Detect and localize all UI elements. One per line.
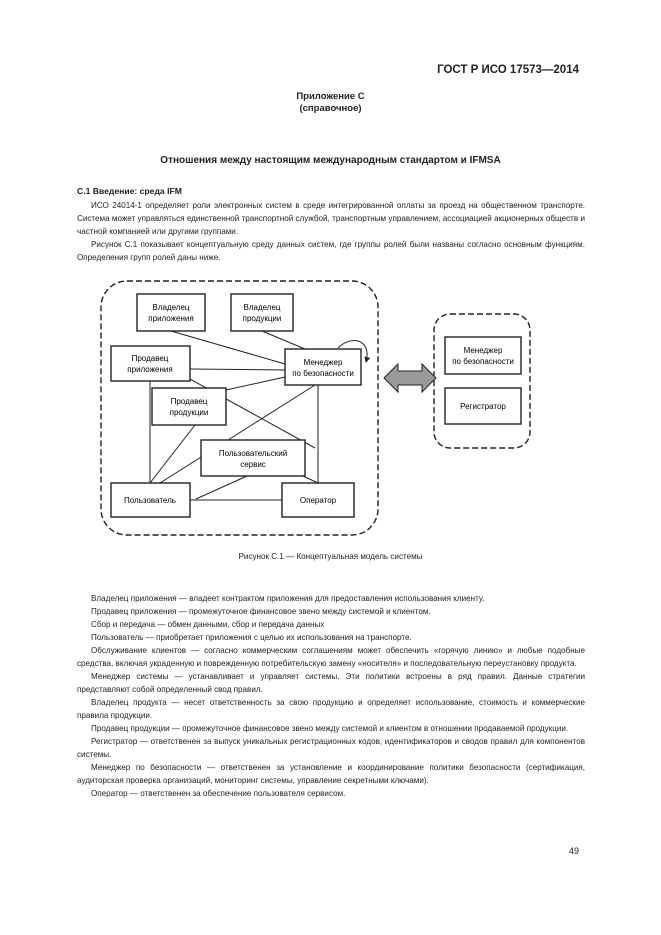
definition-item: Обслуживание клиентов — согласно коммерч…	[77, 646, 585, 668]
box-label: Пользователь	[124, 496, 176, 505]
section-title: С.1 Введение: среда IFM	[77, 186, 182, 196]
box-label: продукции	[243, 314, 282, 323]
box-product-owner: Владелец продукции	[230, 293, 294, 332]
definition-item: Менеджер по безопасности — ответственен …	[77, 763, 585, 785]
definition-item: Продавец приложения — промежуточное фина…	[91, 607, 431, 616]
box-product-seller: Продавец продукции	[151, 387, 227, 426]
box-label: Владелец	[243, 303, 280, 312]
box-label: приложения	[127, 365, 172, 374]
box-operator: Оператор	[281, 482, 355, 518]
box-label: Оператор	[300, 496, 337, 505]
standard-header: ГОСТ Р ИСО 17573—2014	[437, 64, 579, 76]
definition-item: Регистратор — ответственен за выпуск уни…	[77, 737, 585, 759]
box-external-security-manager: Менеджер по безопасности	[444, 336, 522, 375]
system-model-diagram: Владелец приложения Владелец продукции П…	[100, 280, 531, 536]
intro-paragraph: ИСО 24014-1 определяет роли электронных …	[77, 201, 585, 236]
box-app-seller: Продавец приложения	[110, 345, 191, 382]
box-label: по безопасности	[452, 357, 514, 366]
definition-item: Менеджер системы — устанавливает и управ…	[77, 672, 585, 694]
definition-item: Сбор и передача — обмен данными, сбор и …	[91, 620, 325, 629]
box-security-manager: Менеджер по безопасности	[284, 348, 362, 386]
definitions-list: Владелец приложения — владеет контрактом…	[77, 592, 585, 800]
box-registrar: Регистратор	[444, 387, 522, 425]
intro-text: ИСО 24014-1 определяет роли электронных …	[77, 199, 585, 264]
figure-caption: Рисунок С.1 — Концептуальная модель сист…	[238, 552, 423, 561]
box-user-service: Пользовательский сервис	[200, 439, 306, 477]
box-label: по безопасности	[292, 369, 354, 378]
intro-paragraph: Рисунок С.1 показывает концептуальную ср…	[77, 240, 585, 262]
box-label: продукции	[170, 408, 209, 417]
double-arrow-icon	[383, 362, 437, 394]
box-label: Продавец	[171, 397, 208, 406]
connection-lines	[149, 330, 319, 501]
system-boundary	[100, 280, 379, 536]
appendix-title: Приложение С	[296, 91, 365, 102]
box-label: сервис	[240, 460, 266, 469]
self-loop-arrow	[337, 339, 371, 363]
definition-item: Владелец продукта — несет ответственност…	[77, 698, 585, 720]
box-app-owner: Владелец приложения	[136, 293, 206, 332]
box-label: Менеджер	[464, 346, 503, 355]
box-label: Регистратор	[460, 402, 506, 411]
definition-item: Оператор — ответственен за обеспечение п…	[91, 789, 346, 798]
definition-item: Пользователь — приобретает приложения с …	[91, 633, 412, 642]
appendix-subtitle: (справочное)	[299, 103, 362, 114]
box-label: Продавец	[132, 354, 169, 363]
box-label: Пользовательский	[219, 449, 287, 458]
page-number: 49	[568, 846, 579, 856]
box-label: Владелец	[152, 303, 189, 312]
box-label: Менеджер	[304, 358, 343, 367]
box-label: приложения	[148, 314, 193, 323]
box-user: Пользователь	[110, 482, 191, 518]
external-boundary	[433, 313, 531, 449]
definition-item: Владелец приложения — владеет контрактом…	[91, 594, 485, 603]
appendix-heading: Отношения между настоящим международным …	[160, 155, 501, 166]
definition-item: Продавец продукции — промежуточное финан…	[91, 724, 569, 733]
